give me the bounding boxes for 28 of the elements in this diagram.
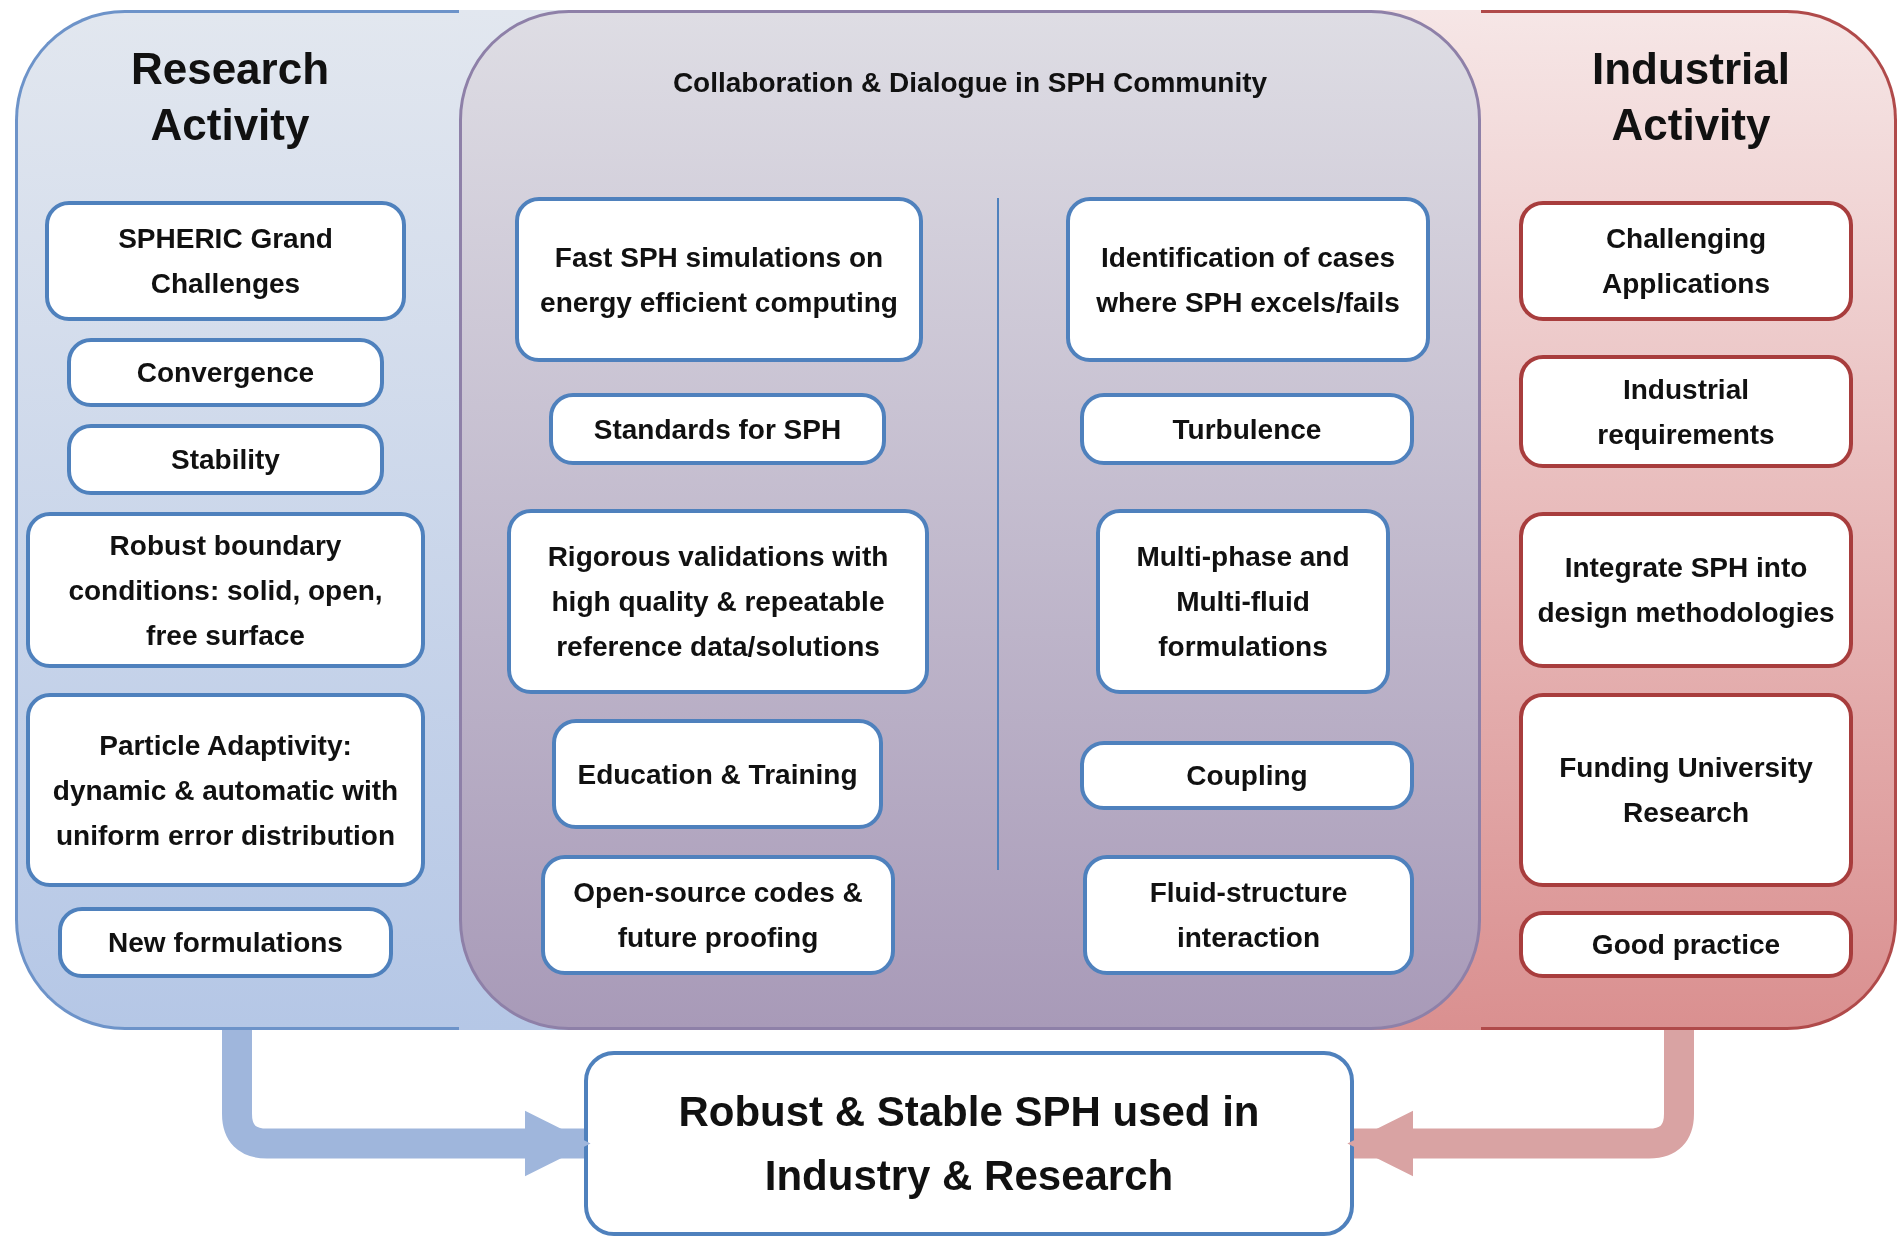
topic-box: Multi-phase and Multi-fluid formulations [1096,509,1390,694]
topic-box: Integrate SPH into design methodologies [1519,512,1853,668]
panel-title: Research Activity [129,43,331,151]
topic-box: Fluid-structure interaction [1083,855,1414,975]
topic-box: Coupling [1080,741,1414,810]
topic-box: Identification of cases where SPH excels/fails [1066,197,1430,362]
topic-box: SPHERIC Grand Challenges [45,201,406,321]
topic-box: Open-source codes & future proofing [541,855,895,975]
group-panel [459,10,1481,1030]
topic-box: Industrial requirements [1519,355,1853,468]
topic-box: Funding University Research [1519,693,1853,887]
topic-box: Rigorous validations with high quality & repeatable reference data/solutions [507,509,929,694]
topic-box: Standards for SPH [549,393,886,465]
topic-box: Particle Adaptivity: dynamic & automatic with uniform error distribution [26,693,425,887]
group-panel [1481,10,1897,1030]
topic-box: Robust boundary conditions: solid, open, free surface [26,512,425,668]
topic-box: Turbulence [1080,393,1414,465]
outcome-box: Robust & Stable SPH used in Industry & Research [584,1051,1354,1236]
topic-box: Good practice [1519,911,1853,978]
topic-box: Fast SPH simulations on energy efficient computing [515,197,923,362]
panel-title: Collaboration & Dialogue in SPH Community [671,66,1269,100]
group-panel [15,10,459,1030]
topic-box: Education & Training [552,719,883,829]
topic-box: New formulations [58,907,393,978]
topic-box: Convergence [67,338,384,407]
panel-title: Industrial Activity [1591,43,1791,151]
topic-box: Challenging Applications [1519,201,1853,321]
topic-box: Stability [67,424,384,495]
